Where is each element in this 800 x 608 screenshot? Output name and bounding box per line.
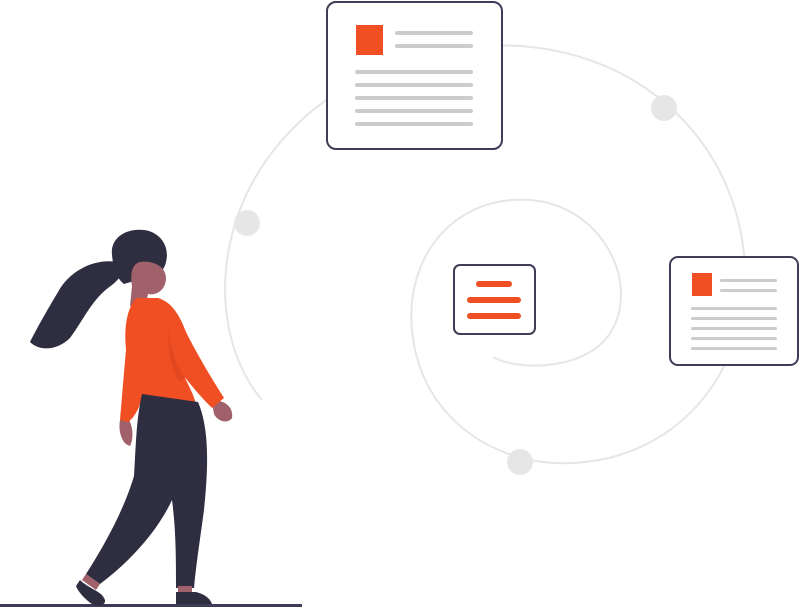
left-hand	[119, 418, 133, 446]
ground-line	[0, 604, 302, 607]
sweater-shadow	[168, 330, 186, 382]
face	[130, 261, 166, 306]
top-document-card	[326, 1, 503, 150]
ponytail	[30, 261, 123, 349]
document-icon	[356, 25, 383, 55]
right-hand	[212, 400, 233, 422]
document-icon	[692, 273, 712, 296]
spiral-path	[224, 44, 747, 465]
pants	[86, 394, 208, 588]
spiral-node-left	[234, 210, 260, 236]
center-menu-card	[453, 264, 536, 335]
spiral-node-bottom	[507, 449, 533, 475]
spiral-node-top-right	[651, 95, 677, 121]
menu-lines-icon	[467, 281, 521, 319]
left-shoe	[76, 580, 106, 606]
right-shoe	[176, 592, 212, 604]
person-figure	[30, 229, 233, 606]
right-document-card	[669, 256, 799, 366]
